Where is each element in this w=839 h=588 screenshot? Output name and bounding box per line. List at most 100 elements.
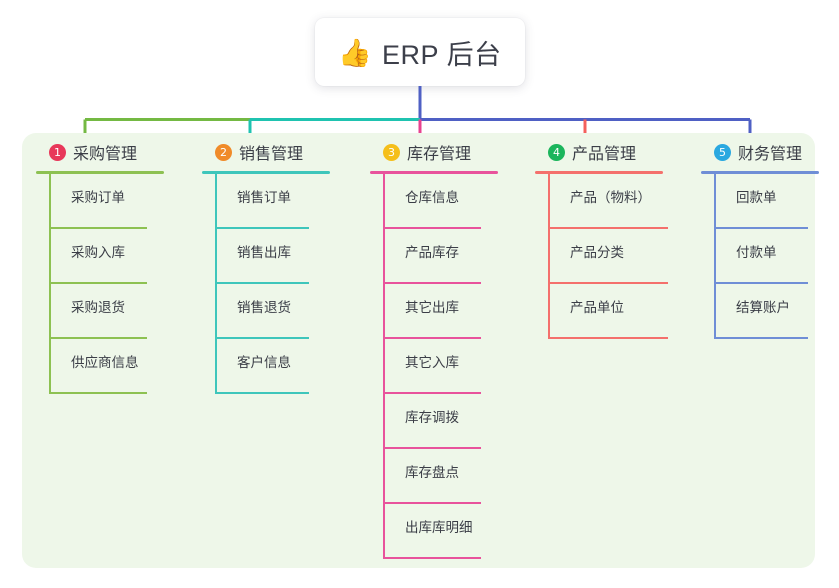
branch-column-2: 2 销售管理销售订单销售出库销售退货客户信息: [202, 133, 330, 394]
branch-title: 财务管理: [738, 146, 803, 163]
branch-item-label: 采购订单: [71, 189, 125, 205]
branch-item-underline: [217, 337, 309, 339]
branch-item-underline: [385, 502, 481, 504]
branch-spine: [714, 174, 716, 339]
branch-item[interactable]: 客户信息: [215, 339, 330, 394]
branch-header-3[interactable]: 3 库存管理: [370, 133, 498, 171]
branch-item-label: 销售退货: [237, 299, 291, 315]
branch-item[interactable]: 付款单: [714, 229, 819, 284]
branch-underline: [36, 171, 164, 174]
branch-item-underline: [385, 447, 481, 449]
branch-item-underline: [217, 227, 309, 229]
branch-item-list: 采购订单采购入库采购退货供应商信息: [36, 174, 164, 394]
branch-item-list: 回款单付款单结算账户: [701, 174, 819, 339]
branch-number-badge: 1: [49, 143, 66, 161]
branch-column-3: 3 库存管理仓库信息产品库存其它出库其它入库库存调拨库存盘点出库库明细: [370, 133, 498, 559]
branch-item[interactable]: 回款单: [714, 174, 819, 229]
branch-item-underline: [716, 282, 808, 284]
branch-item-underline: [385, 337, 481, 339]
branch-underline: [202, 171, 330, 174]
branch-header-4[interactable]: 4 产品管理: [535, 133, 663, 171]
branch-column-4: 4 产品管理产品（物料） 产品分类产品单位: [535, 133, 668, 339]
branch-item-label: 库存盘点: [405, 464, 459, 480]
branch-item-label: 产品分类: [570, 244, 624, 260]
branch-item-underline: [217, 392, 309, 394]
branch-item-label: 采购入库: [71, 244, 125, 260]
branch-item-underline: [51, 337, 147, 339]
branch-item[interactable]: 销售出库: [215, 229, 330, 284]
branch-item-underline: [550, 337, 668, 339]
branch-item-list: 仓库信息产品库存其它出库其它入库库存调拨库存盘点出库库明细: [370, 174, 498, 559]
branch-item-list: 产品（物料） 产品分类产品单位: [535, 174, 668, 339]
branch-item-label: 客户信息: [237, 354, 291, 370]
branch-item-underline: [716, 227, 808, 229]
branch-number-badge: 4: [548, 143, 565, 161]
branch-item-label: 供应商信息: [71, 354, 139, 370]
branch-item-label: 采购退货: [71, 299, 125, 315]
branch-item-label: 其它入库: [405, 354, 459, 370]
branch-spine: [383, 174, 385, 559]
branch-item-underline: [385, 557, 481, 559]
branch-item-underline: [385, 392, 481, 394]
branch-item-underline: [716, 337, 808, 339]
branch-item[interactable]: 产品单位: [548, 284, 668, 339]
branch-item-underline: [51, 392, 147, 394]
branch-item[interactable]: 产品库存: [383, 229, 498, 284]
branch-item-label: 产品库存: [405, 244, 459, 260]
branch-title: 采购管理: [73, 146, 138, 163]
branch-item-label: 产品（物料）: [570, 189, 651, 205]
branch-item[interactable]: 采购入库: [49, 229, 164, 284]
branch-item[interactable]: 仓库信息: [383, 174, 498, 229]
branch-title: 产品管理: [572, 146, 637, 163]
branch-title: 库存管理: [407, 146, 472, 163]
branch-item-underline: [51, 282, 147, 284]
branch-column-1: 1 采购管理采购订单采购入库采购退货供应商信息: [36, 133, 164, 394]
branch-item[interactable]: 库存调拨: [383, 394, 498, 449]
branch-item-label: 库存调拨: [405, 409, 459, 425]
page-title: ERP 后台: [382, 39, 502, 70]
branch-spine: [548, 174, 550, 339]
branch-item-list: 销售订单销售出库销售退货客户信息: [202, 174, 330, 394]
branch-item-underline: [550, 227, 668, 229]
content-panel: [22, 133, 815, 568]
branch-item[interactable]: 库存盘点: [383, 449, 498, 504]
branch-number-badge: 2: [215, 143, 232, 161]
branch-item[interactable]: 产品（物料）: [548, 174, 668, 229]
branch-number-badge: 5: [714, 143, 731, 161]
branch-title: 销售管理: [239, 146, 304, 163]
branch-item-label: 付款单: [736, 244, 777, 260]
branch-item[interactable]: 采购订单: [49, 174, 164, 229]
branch-item-label: 仓库信息: [405, 189, 459, 205]
branch-item[interactable]: 其它出库: [383, 284, 498, 339]
branch-item[interactable]: 出库库明细: [383, 504, 498, 559]
branch-header-5[interactable]: 5 财务管理: [701, 133, 819, 171]
branch-number-badge: 3: [383, 143, 400, 161]
branch-item-underline: [550, 282, 668, 284]
branch-header-1[interactable]: 1 采购管理: [36, 133, 164, 171]
branch-item-underline: [385, 282, 481, 284]
branch-item-underline: [385, 227, 481, 229]
branch-item[interactable]: 供应商信息: [49, 339, 164, 394]
branch-item[interactable]: 采购退货: [49, 284, 164, 339]
branch-item-label: 其它出库: [405, 299, 459, 315]
branch-item-underline: [51, 227, 147, 229]
branch-item-label: 销售订单: [237, 189, 291, 205]
branch-item-label: 产品单位: [570, 299, 624, 315]
branch-item[interactable]: 其它入库: [383, 339, 498, 394]
branch-underline: [701, 171, 819, 174]
branch-item[interactable]: 结算账户: [714, 284, 819, 339]
root-title-card[interactable]: 👍 ERP 后台: [315, 18, 525, 86]
branch-item[interactable]: 销售退货: [215, 284, 330, 339]
branch-spine: [49, 174, 51, 394]
branch-item-label: 出库库明细: [405, 519, 473, 535]
branch-underline: [370, 171, 498, 174]
branch-item-label: 销售出库: [237, 244, 291, 260]
branch-header-2[interactable]: 2 销售管理: [202, 133, 330, 171]
thumbs-up-icon: 👍: [338, 37, 373, 68]
branch-item-label: 回款单: [736, 189, 777, 205]
branch-item[interactable]: 产品分类: [548, 229, 668, 284]
branch-item[interactable]: 销售订单: [215, 174, 330, 229]
branch-underline: [535, 171, 663, 174]
branch-item-underline: [217, 282, 309, 284]
